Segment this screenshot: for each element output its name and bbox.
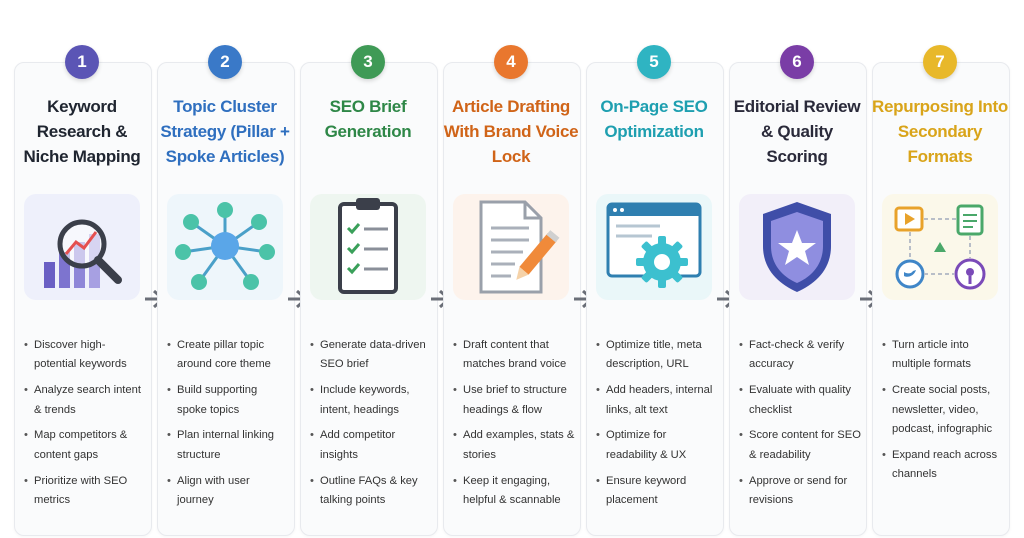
step-bullet-list: Turn article into multiple formats Creat… [882, 336, 1004, 491]
list-item: Generate data-driven SEO brief [310, 336, 432, 375]
step-bullet-list: Generate data-driven SEO brief Include k… [310, 336, 432, 517]
step-title: Topic Cluster Strategy (Pillar + Spoke A… [160, 97, 290, 166]
list-item: Fact-check & verify accuracy [739, 336, 861, 375]
list-item: Include keywords, intent, headings [310, 381, 432, 420]
list-item: Evaluate with quality checklist [739, 381, 861, 420]
step-number-badge: 1 [65, 45, 99, 79]
list-item: Plan internal linking structure [167, 426, 289, 465]
step-number-badge: 5 [637, 45, 671, 79]
magnifier-bar-chart-icon [24, 194, 140, 300]
list-item: Score content for SEO & readability [739, 426, 861, 465]
list-item: Create social posts, newsletter, video, … [882, 381, 1004, 439]
step-bullet-list: Optimize title, meta description, URL Ad… [596, 336, 718, 517]
step-bullet-list: Fact-check & verify accuracy Evaluate wi… [739, 336, 861, 517]
list-item: Align with user journey [167, 472, 289, 511]
step-title: On-Page SEO Optimization [600, 97, 708, 141]
list-item: Add headers, internal links, alt text [596, 381, 718, 420]
list-item: Add competitor insights [310, 426, 432, 465]
list-item: Discover high-potential keywords [24, 336, 146, 375]
step-number-badge: 3 [351, 45, 385, 79]
list-item: Add examples, stats & stories [453, 426, 575, 465]
list-item: Outline FAQs & key talking points [310, 472, 432, 511]
list-item: Prioritize with SEO metrics [24, 472, 146, 511]
step-bullet-list: Discover high-potential keywords Analyze… [24, 336, 146, 517]
list-item: Optimize for readability & UX [596, 426, 718, 465]
list-item: Analyze search intent & trends [24, 381, 146, 420]
content-formats-icon [882, 194, 998, 300]
hub-network-icon [167, 194, 283, 300]
step-bullet-list: Create pillar topic around core theme Bu… [167, 336, 289, 517]
browser-gear-icon [596, 194, 712, 300]
list-item: Use brief to structure headings & flow [453, 381, 575, 420]
step-number-badge: 6 [780, 45, 814, 79]
step-title: Repurposing Into Secondary Formats [872, 97, 1008, 166]
step-title: Article Drafting With Brand Voice Lock [443, 97, 579, 166]
list-item: Keep it engaging, helpful & scannable [453, 472, 575, 511]
list-item: Build supporting spoke topics [167, 381, 289, 420]
step-title: Keyword Research & Niche Mapping [23, 97, 141, 166]
list-item: Map competitors & content gaps [24, 426, 146, 465]
list-item: Turn article into multiple formats [882, 336, 1004, 375]
shield-star-icon [739, 194, 855, 300]
list-item: Expand reach across channels [882, 446, 1004, 485]
list-item: Approve or send for revisions [739, 472, 861, 511]
step-title: Editorial Review & Quality Scoring [733, 97, 861, 166]
list-item: Draft content that matches brand voice [453, 336, 575, 375]
step-bullet-list: Draft content that matches brand voice U… [453, 336, 575, 517]
document-pencil-icon [453, 194, 569, 300]
step-number-badge: 7 [923, 45, 957, 79]
step-title: SEO Brief Generation [324, 97, 412, 141]
list-item: Ensure keyword placement [596, 472, 718, 511]
list-item: Optimize title, meta description, URL [596, 336, 718, 375]
list-item: Create pillar topic around core theme [167, 336, 289, 375]
clipboard-checklist-icon [310, 194, 426, 300]
step-number-badge: 2 [208, 45, 242, 79]
step-number-badge: 4 [494, 45, 528, 79]
